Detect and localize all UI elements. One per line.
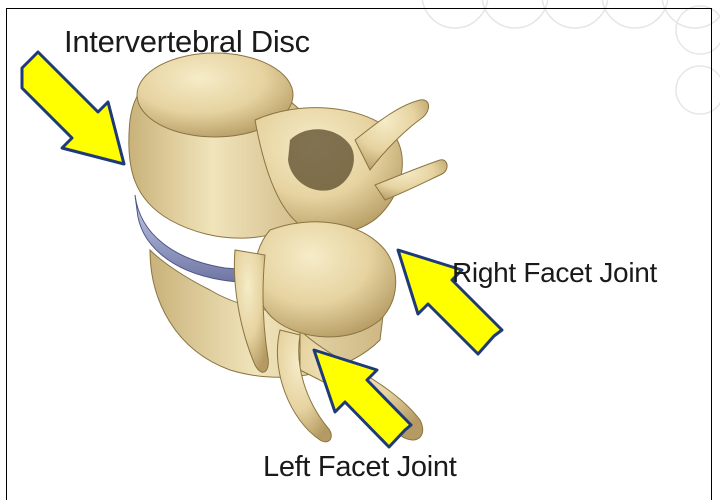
vertebra-upper [129,53,447,442]
arrow-to-disc [22,52,124,164]
label-intervertebral-disc: Intervertebral Disc [64,24,310,60]
label-right-facet-joint: Right Facet Joint [452,257,657,289]
label-left-facet-joint: Left Facet Joint [263,451,456,484]
